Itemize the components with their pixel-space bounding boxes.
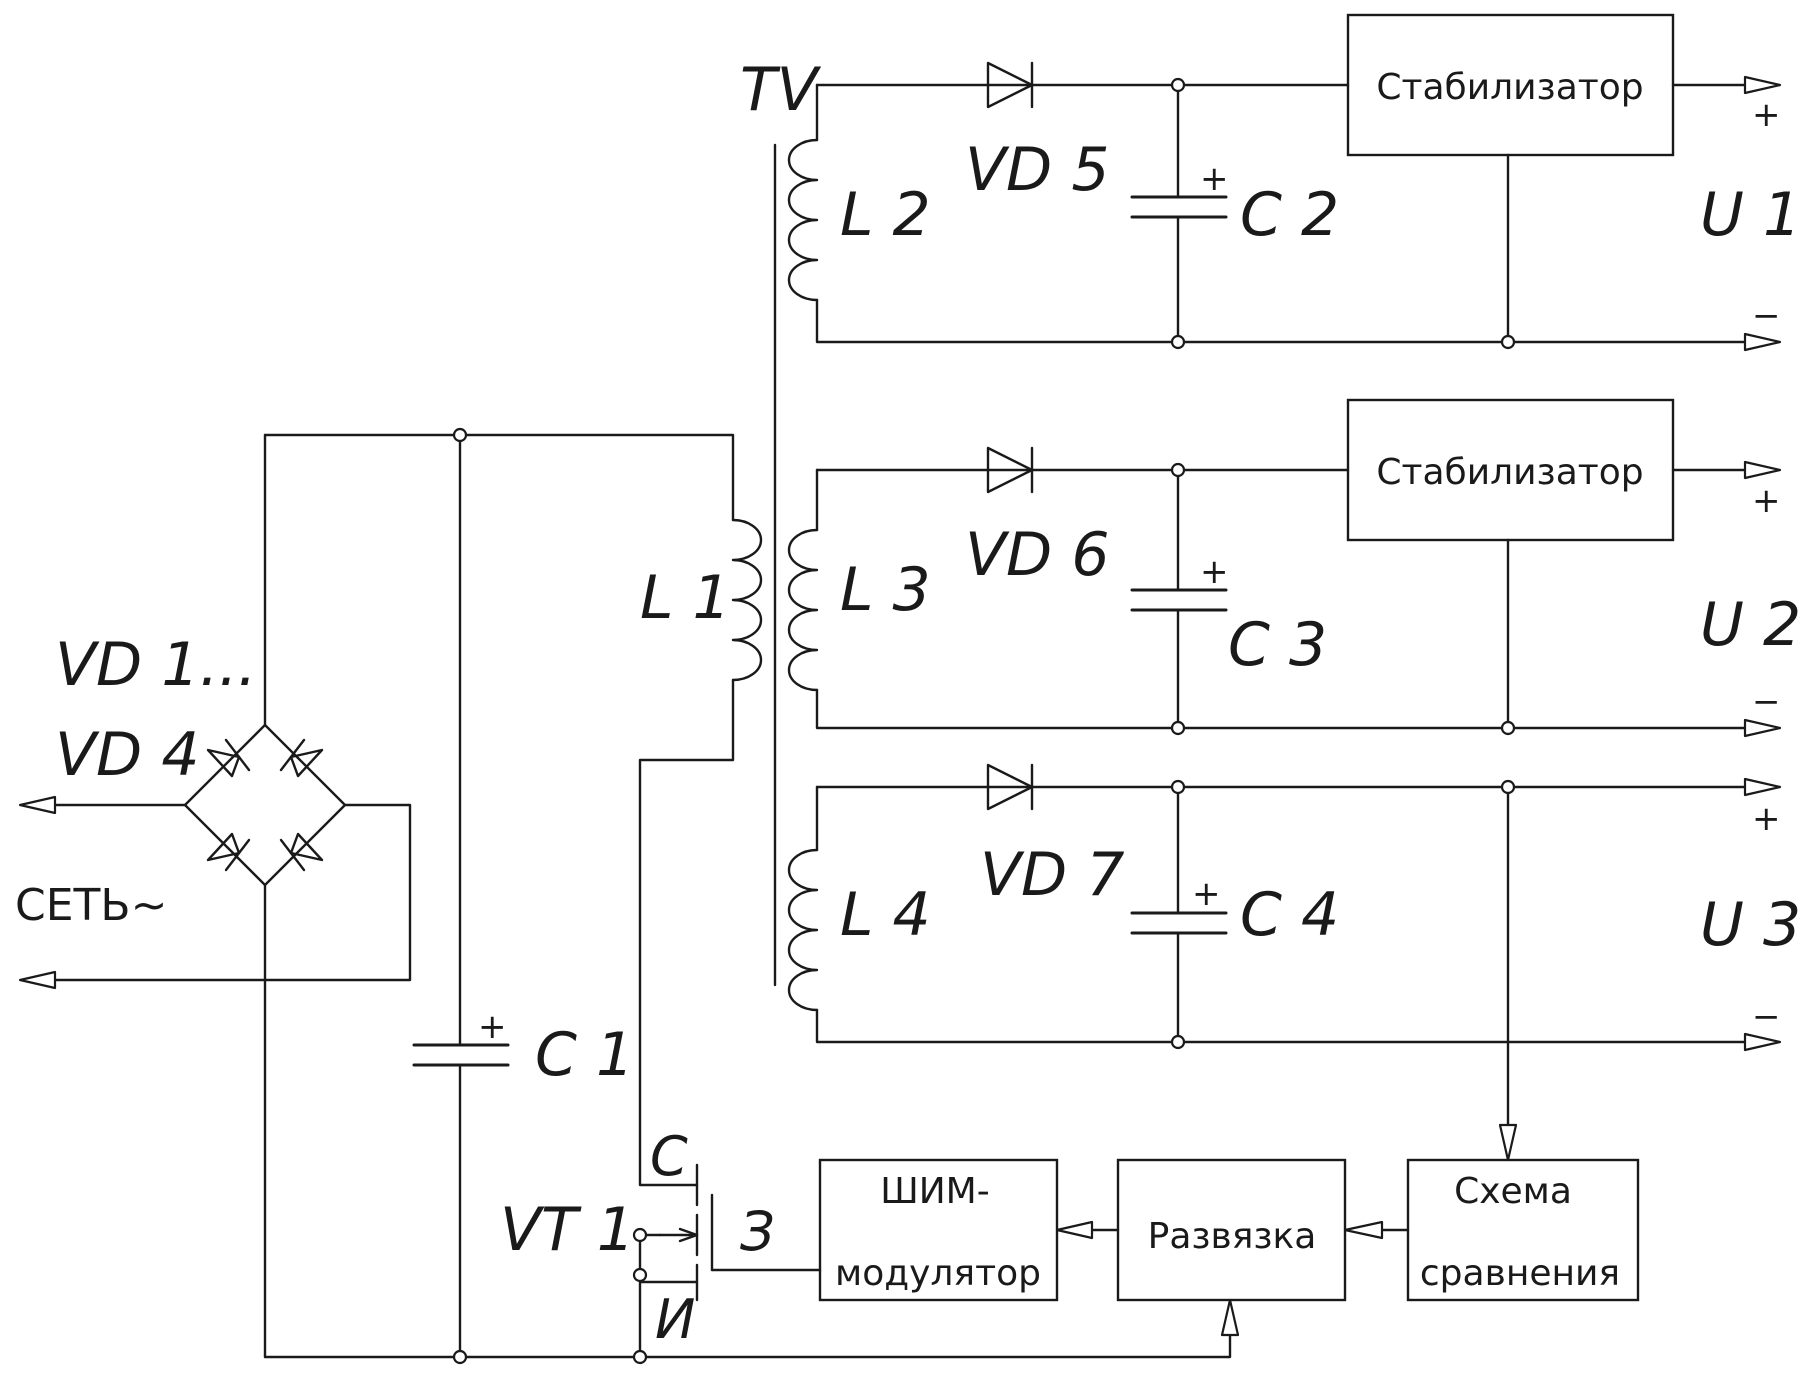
label-u3: U 3	[1700, 890, 1801, 960]
stabilizer-1-label: Стабилизатор	[1376, 67, 1643, 108]
label-u2: U 2	[1700, 590, 1801, 660]
label-vd5: VD 5	[965, 135, 1110, 205]
stabilizer-1-block	[1346, 13, 1675, 157]
label-vd7: VD 7	[980, 840, 1125, 910]
u2-plus-sign: +	[1752, 481, 1781, 521]
u3-minus-sign: −	[1752, 997, 1781, 1037]
comparator-block	[1406, 1158, 1640, 1302]
comparator-label-line1: Схема	[1454, 1171, 1572, 1212]
label-pin-source: И	[655, 1288, 695, 1351]
c4-plus-sign: +	[1192, 874, 1221, 914]
u1-plus-sign: +	[1752, 95, 1781, 135]
ground-rail	[263, 1303, 1232, 1359]
stabilizer-2-label: Стабилизатор	[1376, 452, 1643, 493]
c2-plus-sign: +	[1200, 159, 1229, 199]
pwm-label-line1: ШИМ-	[880, 1171, 989, 1212]
isolation-label: Развязка	[1148, 1216, 1317, 1257]
label-u1: U 1	[1700, 180, 1801, 250]
channel-1	[787, 83, 1762, 344]
label-l1: L 1	[640, 563, 731, 633]
channel-3	[787, 785, 1762, 1132]
label-tv: TV	[740, 55, 822, 125]
pwm-label-line2: модулятор	[835, 1253, 1041, 1294]
diode-vd5	[986, 61, 1034, 109]
label-c1: C 1	[535, 1020, 634, 1090]
junction-nodes	[452, 77, 1516, 1365]
label-c3: C 3	[1228, 610, 1327, 680]
diode-vd6	[986, 446, 1034, 494]
u3-plus-sign: +	[1752, 799, 1781, 839]
bridge-rectifier	[28, 433, 412, 1359]
label-vt1: VT 1	[500, 1195, 635, 1265]
diode-vd7	[986, 763, 1034, 811]
u1-minus-sign: −	[1752, 296, 1781, 336]
label-l2: L 2	[840, 180, 931, 250]
arrows	[18, 75, 1782, 1337]
capacitor-c1	[412, 433, 510, 1359]
label-l4: L 4	[840, 880, 931, 950]
comparator-label-line2: сравнения	[1420, 1253, 1620, 1294]
c1-plus-sign: +	[478, 1007, 507, 1047]
label-vd4: VD 4	[55, 720, 200, 790]
label-vd6: VD 6	[965, 520, 1110, 590]
label-pin-drain: С	[650, 1125, 688, 1188]
label-vd1: VD 1...	[55, 630, 257, 700]
label-pin-gate: З	[740, 1200, 775, 1263]
label-c2: C 2	[1240, 180, 1339, 250]
primary-winding-l1	[263, 433, 763, 1187]
stabilizer-2-block	[1346, 398, 1675, 542]
channel-2	[787, 468, 1762, 730]
u2-minus-sign: −	[1752, 682, 1781, 722]
label-c4: C 4	[1240, 880, 1339, 950]
label-mains: СЕТЬ~	[15, 880, 167, 931]
c3-plus-sign: +	[1200, 552, 1229, 592]
label-l3: L 3	[840, 555, 931, 625]
